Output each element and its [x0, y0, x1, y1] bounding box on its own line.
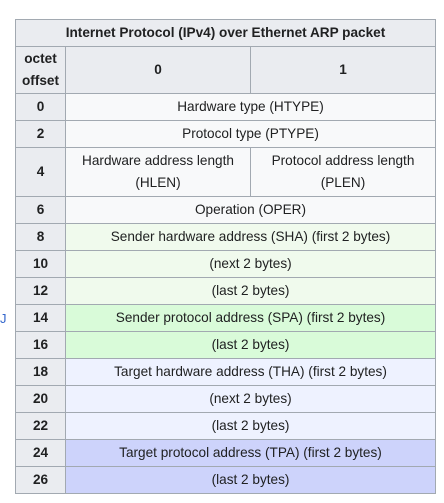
field-sha-first: Sender hardware address (SHA) (first 2 b…: [65, 223, 436, 251]
row-offset: 14: [15, 304, 66, 332]
table-row: 16 (last 2 bytes): [15, 331, 436, 359]
row-offset: 6: [15, 196, 66, 224]
row-offset: 26: [15, 466, 66, 494]
table-row: 14 Sender protocol address (SPA) (first …: [15, 304, 436, 332]
octet-offset-header: octet offset: [15, 46, 66, 94]
table-row: 8 Sender hardware address (SHA) (first 2…: [15, 223, 436, 251]
arp-packet-table: Internet Protocol (IPv4) over Ethernet A…: [15, 19, 436, 494]
field-sha-next: (next 2 bytes): [65, 250, 436, 278]
field-tpa-first: Target protocol address (TPA) (first 2 b…: [65, 439, 436, 467]
table-row: 22 (last 2 bytes): [15, 412, 436, 440]
row-offset: 16: [15, 331, 66, 359]
table-row: 2 Protocol type (PTYPE): [15, 120, 436, 148]
field-hlen-line1: Hardware address length: [82, 153, 234, 168]
field-tha-last: (last 2 bytes): [65, 412, 436, 440]
table-caption-row: Internet Protocol (IPv4) over Ethernet A…: [15, 19, 436, 47]
table-caption: Internet Protocol (IPv4) over Ethernet A…: [15, 19, 436, 47]
table-row: 24 Target protocol address (TPA) (first …: [15, 439, 436, 467]
table-row: 10 (next 2 bytes): [15, 250, 436, 278]
table-header-row: octet offset 0 1: [15, 46, 436, 94]
row-offset: 18: [15, 358, 66, 386]
field-hlen: Hardware address length (HLEN): [65, 147, 251, 197]
table-row: 18 Target hardware address (THA) (first …: [15, 358, 436, 386]
field-htype: Hardware type (HTYPE): [65, 93, 436, 121]
left-edge-text-fragment: J: [0, 311, 7, 326]
octet-offset-header-line1: octet: [24, 51, 57, 66]
row-offset: 0: [15, 93, 66, 121]
table-row: 12 (last 2 bytes): [15, 277, 436, 305]
row-offset: 8: [15, 223, 66, 251]
field-ptype: Protocol type (PTYPE): [65, 120, 436, 148]
row-offset: 12: [15, 277, 66, 305]
row-offset: 20: [15, 385, 66, 413]
field-oper: Operation (OPER): [65, 196, 436, 224]
column-header-1: 1: [250, 46, 436, 94]
table-row: 6 Operation (OPER): [15, 196, 436, 224]
field-sha-last: (last 2 bytes): [65, 277, 436, 305]
table-row: 0 Hardware type (HTYPE): [15, 93, 436, 121]
row-offset: 2: [15, 120, 66, 148]
field-hlen-line2: (HLEN): [135, 175, 181, 190]
row-offset: 10: [15, 250, 66, 278]
field-plen-line1: Protocol address length: [271, 153, 415, 168]
table-row: 20 (next 2 bytes): [15, 385, 436, 413]
field-tha-first: Target hardware address (THA) (first 2 b…: [65, 358, 436, 386]
row-offset: 24: [15, 439, 66, 467]
field-tpa-last: (last 2 bytes): [65, 466, 436, 494]
column-header-0: 0: [65, 46, 251, 94]
field-spa-last: (last 2 bytes): [65, 331, 436, 359]
field-tha-next: (next 2 bytes): [65, 385, 436, 413]
table-row: 26 (last 2 bytes): [15, 466, 436, 494]
field-spa-first: Sender protocol address (SPA) (first 2 b…: [65, 304, 436, 332]
field-plen-line2: (PLEN): [320, 175, 366, 190]
table-row: 4 Hardware address length (HLEN) Protoco…: [15, 147, 436, 197]
field-plen: Protocol address length (PLEN): [250, 147, 436, 197]
row-offset: 4: [15, 147, 66, 197]
octet-offset-header-line2: offset: [21, 73, 59, 88]
row-offset: 22: [15, 412, 66, 440]
